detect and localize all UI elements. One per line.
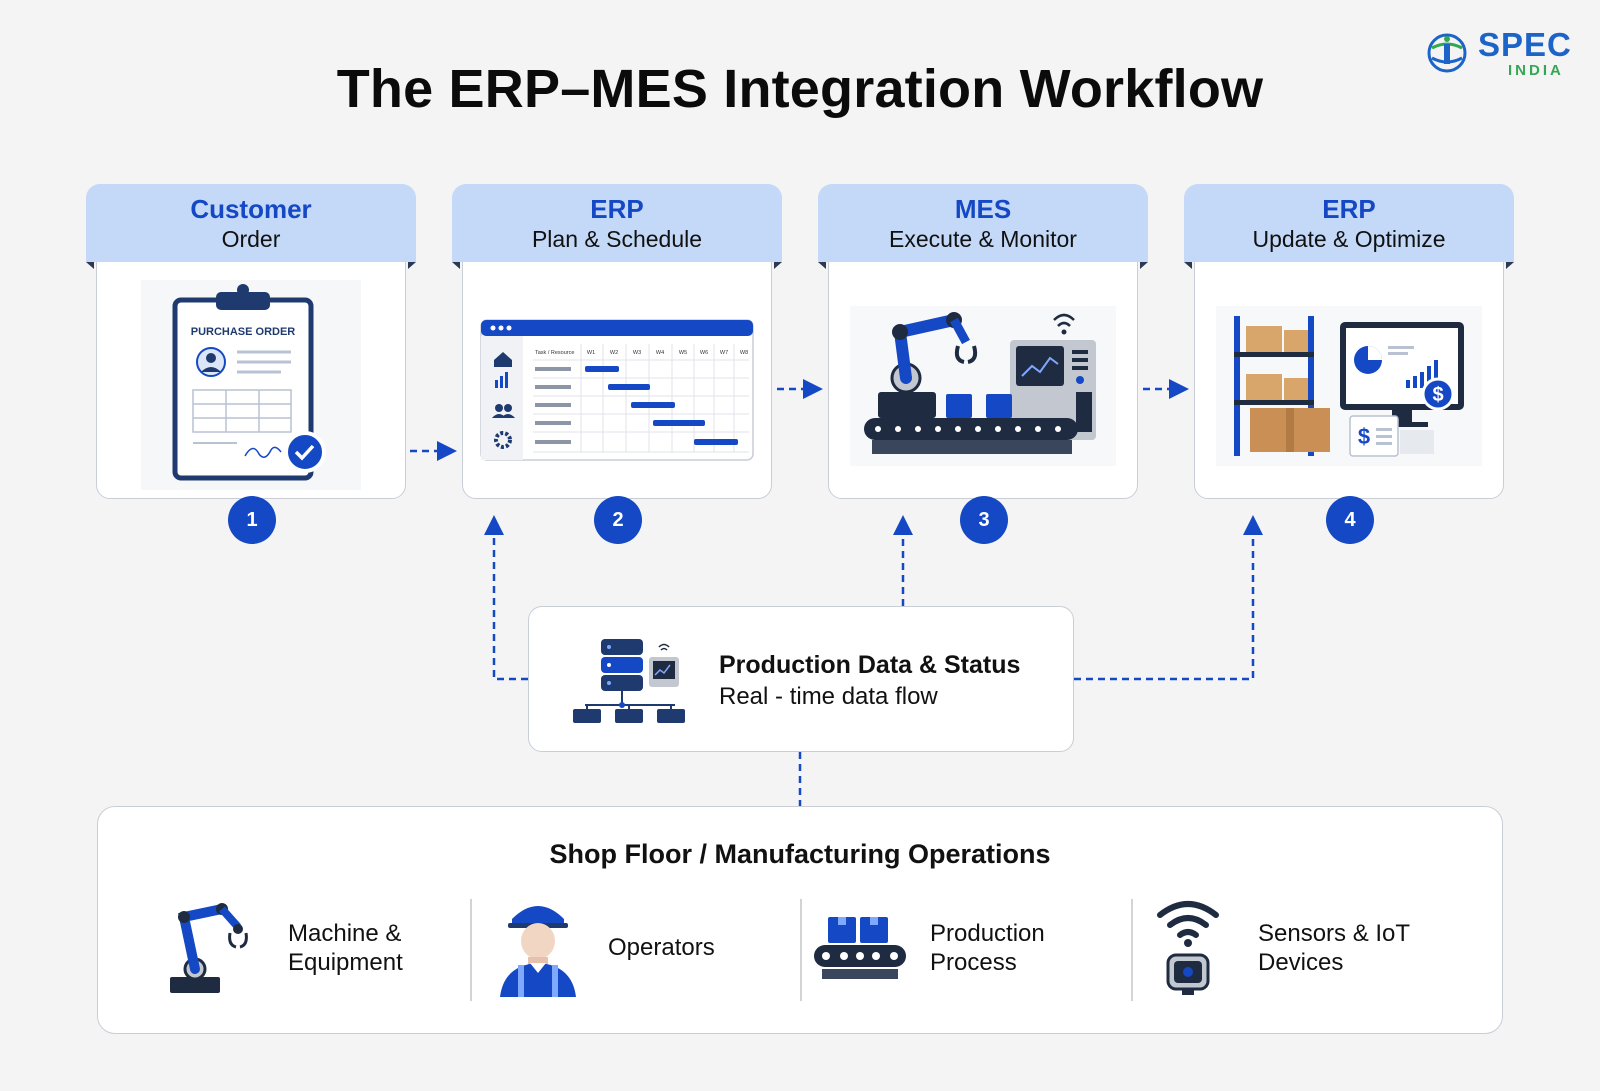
doc-label: PURCHASE ORDER bbox=[191, 326, 296, 338]
step-header: MES Execute & Monitor bbox=[818, 184, 1148, 269]
svg-text:W4: W4 bbox=[656, 350, 664, 356]
step-subtitle: Update & Optimize bbox=[1252, 226, 1446, 252]
svg-text:W5: W5 bbox=[679, 350, 687, 356]
robot-arm-conveyor-icon bbox=[850, 306, 1116, 466]
arrow-hub-to-step4 bbox=[1074, 515, 1263, 681]
logo-name: SPEC bbox=[1478, 26, 1572, 63]
step-number-badge: 1 bbox=[228, 496, 276, 544]
production-data-hub: Production Data & Status Real - time dat… bbox=[528, 606, 1074, 752]
floor-item-sensors: Sensors & IoT Devices bbox=[1138, 897, 1458, 1007]
step-subtitle: Plan & Schedule bbox=[531, 226, 703, 252]
globe-logo-icon bbox=[1427, 33, 1467, 73]
shop-floor-title: Shop Floor / Manufacturing Operations bbox=[549, 839, 1051, 869]
hub-subtitle: Real - time data flow bbox=[719, 683, 938, 710]
svg-text:W8: W8 bbox=[740, 350, 748, 356]
step-header: ERP Plan & Schedule bbox=[452, 184, 782, 269]
step-erp-update: ERP Update & Optimize $ $ 4 bbox=[1184, 184, 1514, 544]
wifi-sensor-icon bbox=[1157, 901, 1219, 995]
floor-item-operators: Operators bbox=[488, 897, 808, 1007]
svg-text:W1: W1 bbox=[587, 350, 595, 356]
conveyor-belt-icon bbox=[814, 917, 906, 979]
floor-item-label: Machine & Equipment bbox=[288, 920, 403, 976]
purchase-order-clipboard-icon: PURCHASE ORDER bbox=[141, 280, 361, 490]
svg-text:W2: W2 bbox=[610, 350, 618, 356]
step-title: Customer bbox=[190, 194, 312, 224]
operator-worker-icon bbox=[500, 906, 576, 997]
step-subtitle: Execute & Monitor bbox=[889, 226, 1077, 252]
step-title: ERP bbox=[1322, 194, 1376, 224]
step-title: MES bbox=[954, 194, 1012, 224]
inventory-analytics-icon: $ $ bbox=[1216, 306, 1482, 466]
floor-item-label: Production Process bbox=[930, 920, 1045, 976]
step-number-badge: 4 bbox=[1326, 496, 1374, 544]
step-erp-plan: ERP Plan & Schedule Task / Resource W1 W… bbox=[452, 184, 782, 544]
step-number-badge: 2 bbox=[594, 496, 642, 544]
svg-text:W7: W7 bbox=[720, 350, 728, 356]
svg-text:$: $ bbox=[1358, 424, 1370, 449]
step-header: Customer Order bbox=[86, 184, 416, 269]
step-subtitle: Order bbox=[221, 226, 281, 252]
page-title: The ERP–MES Integration Workflow bbox=[336, 59, 1264, 119]
robot-arm-icon bbox=[170, 903, 248, 993]
svg-text:$: $ bbox=[1432, 384, 1443, 406]
server-network-icon bbox=[573, 639, 685, 723]
floor-item-machine: Machine & Equipment bbox=[168, 897, 488, 1007]
logo-sub: INDIA bbox=[1508, 62, 1564, 79]
svg-text:W6: W6 bbox=[700, 350, 708, 356]
svg-text:Task / Resource: Task / Resource bbox=[535, 350, 574, 356]
floor-item-label: Operators bbox=[608, 934, 715, 961]
divider bbox=[470, 899, 472, 1001]
hub-title: Production Data & Status bbox=[719, 651, 1021, 679]
step-mes-execute: MES Execute & Monitor 3 bbox=[818, 184, 1148, 544]
gantt-schedule-icon: Task / Resource W1 W2 W3 W4 W5 W6 W7 W8 bbox=[480, 319, 754, 461]
svg-text:W3: W3 bbox=[633, 350, 641, 356]
spec-india-logo: SPEC INDIA bbox=[1424, 26, 1584, 79]
step-customer-order: Customer Order PURCHASE ORDER 1 bbox=[86, 184, 416, 544]
divider bbox=[1131, 899, 1133, 1001]
floor-item-process: Production Process bbox=[810, 897, 1130, 1007]
floor-item-label: Sensors & IoT Devices bbox=[1258, 920, 1411, 976]
arrow-hub-to-step2 bbox=[484, 515, 528, 681]
step-title: ERP bbox=[590, 194, 644, 224]
shop-floor-panel: Shop Floor / Manufacturing Operations Ma… bbox=[97, 806, 1503, 1034]
step-header: ERP Update & Optimize bbox=[1184, 184, 1514, 269]
divider bbox=[800, 899, 802, 1001]
step-number-badge: 3 bbox=[960, 496, 1008, 544]
